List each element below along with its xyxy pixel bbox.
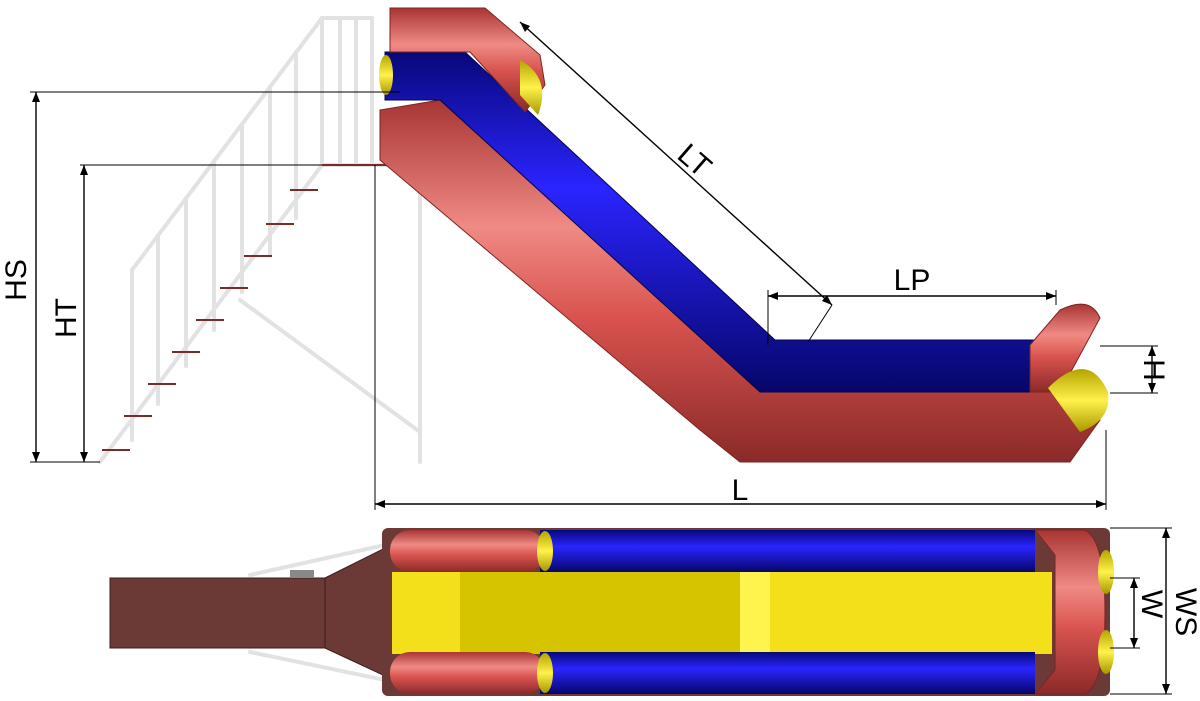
dimension-lines-side [30,21,1158,510]
label-w: W [1135,590,1168,619]
label-ws: WS [1169,588,1200,636]
label-h: H [1137,359,1170,381]
platform [109,577,326,649]
label-l: L [732,474,749,507]
label-hs: HS [0,259,33,301]
top-view: W WS [109,527,1200,696]
slide-side [379,7,1109,463]
label-lt: LT [671,138,717,184]
side-view: HS HT LT LP H L [0,7,1170,510]
staircase [98,16,422,464]
label-lp: LP [894,264,931,297]
label-ht: HT [50,298,83,338]
dimension-lines-top [1110,527,1172,695]
